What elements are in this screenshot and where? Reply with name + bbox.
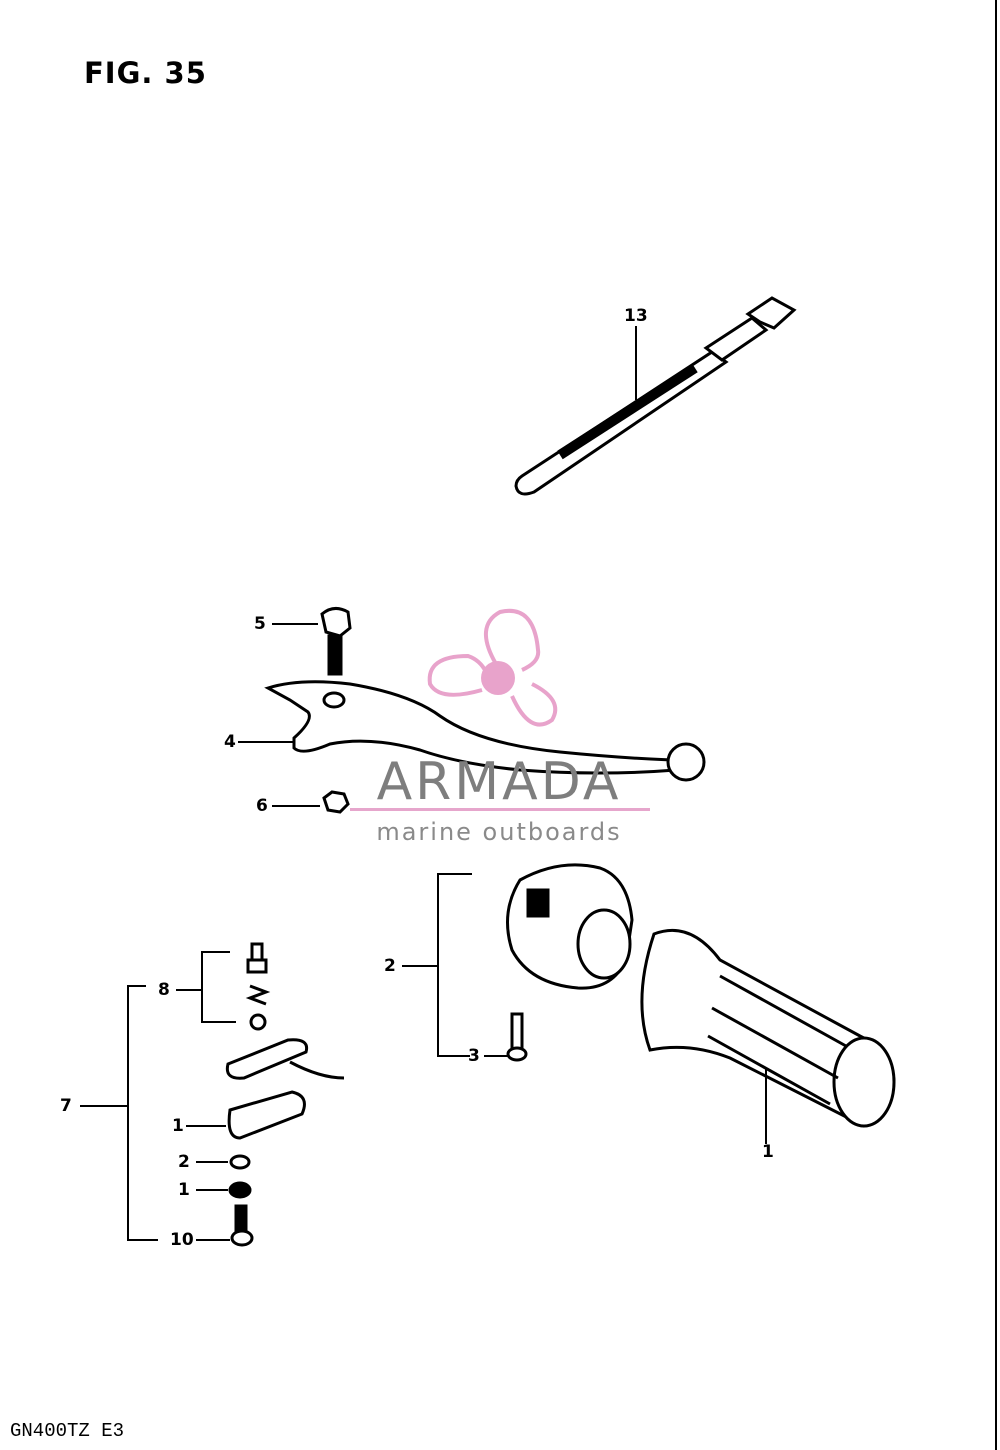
watermark-brand-name: ARMADA: [376, 752, 622, 812]
lever-holder-part: [225, 1038, 345, 1247]
switch-housing-part: [506, 863, 634, 990]
figure-title: FIG. 35: [84, 56, 207, 90]
watermark-rule: [350, 808, 650, 811]
pivot-bolt-part: [320, 607, 352, 676]
callout-10: 10: [170, 1230, 194, 1250]
bracket-2-3: [437, 873, 472, 1057]
callout-4: 4: [224, 732, 236, 752]
watermark-tagline: marine outboards: [376, 818, 622, 846]
adjuster-set-part: [245, 942, 271, 1031]
bracket-7: [127, 985, 158, 1241]
callout-13: 13: [624, 306, 648, 326]
callout-2: 2: [384, 956, 396, 976]
callout-3: 3: [468, 1046, 480, 1066]
handlebar-grip-part: [640, 928, 896, 1128]
callout-1-holder: 1: [172, 1116, 184, 1136]
bracket-8: [201, 951, 236, 1023]
lever-nut-part: [322, 790, 350, 814]
callout-6: 6: [256, 796, 268, 816]
callout-2-washer: 2: [178, 1152, 190, 1172]
clutch-lever-part: [264, 680, 706, 782]
watermark-propeller-logo: [427, 608, 558, 727]
callout-5: 5: [254, 614, 266, 634]
callout-1-nut: 1: [178, 1180, 190, 1200]
housing-screw-part: [506, 1012, 528, 1062]
callout-7: 7: [60, 1096, 72, 1116]
callout-8: 8: [158, 980, 170, 1000]
callout-1-grip: 1: [762, 1142, 774, 1162]
model-code: GN400TZ E3: [10, 1420, 125, 1442]
cable-tie-part: [514, 296, 797, 496]
